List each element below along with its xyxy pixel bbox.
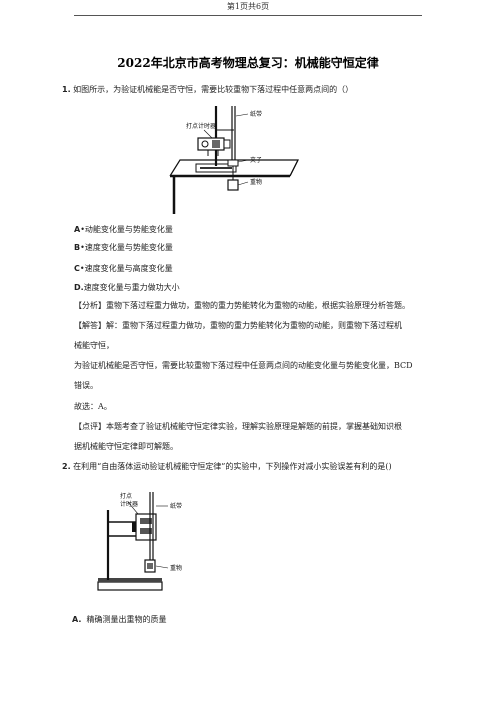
page-header: 第1页共6页: [226, 2, 270, 11]
answer-text: 故选：A。: [74, 402, 112, 411]
label-tape: 纸带: [250, 110, 262, 118]
option-d: D.速度变化量与重力做功大小: [74, 283, 180, 292]
question-1-text: 如图所示，为验证机械能是否守恒，需要比较重物下落过程中任意两点间的（）: [73, 85, 354, 94]
label-timer-2b: 计时器: [120, 500, 138, 508]
analysis-text: 【分析】重物下落过程重力做功，重物的重力势能转化为重物的动能，根据实验原理分析答…: [74, 301, 410, 310]
option-c: C•速度变化量与高度变化量: [74, 264, 173, 273]
figure-2-apparatus: 打点 计时器 纸带 重物: [97, 492, 182, 591]
label-timer-2: 打点: [120, 492, 132, 500]
label-clip: 夹子: [250, 156, 262, 164]
question-1-number: 1.: [62, 85, 71, 94]
label-tape-2: 纸带: [170, 502, 182, 510]
solution-line-2: 械能守恒，: [74, 341, 114, 350]
page-title: 2022年北京市高考物理总复习：机械能守恒定律: [117, 56, 379, 70]
solution-line-3: 为验证机械能是否守恒，需要比较重物下落过程中任意两点间的动能变化量与势能变化量，…: [74, 361, 413, 370]
solution-line-4: 错误。: [74, 381, 98, 390]
question-2-stem: 2. 在利用“自由落体运动验证机械能守恒定律”的实验中，下列操作对减小实验误差有…: [62, 461, 392, 472]
header-divider: [74, 15, 422, 16]
figure-1-apparatus: 打点计时器 纸带 夹子 重物: [169, 106, 299, 214]
question-2-number: 2.: [62, 462, 71, 471]
option-a: A•动能变化量与势能变化量: [74, 225, 173, 234]
label-weight-2: 重物: [170, 564, 182, 572]
label-weight: 重物: [250, 178, 262, 186]
question-1-stem: 1. 如图所示，为验证机械能是否守恒，需要比较重物下落过程中任意两点间的（）: [62, 84, 353, 95]
comment-line-1: 【点评】本题考查了验证机械能守恒定律实验，理解实验原理是解题的前提，掌握基础知识…: [74, 422, 402, 431]
solution-line-1: 【解答】解：重物下落过程重力做功，重物的重力势能转化为重物的动能，则重物下落过程…: [74, 321, 402, 330]
label-timer: 打点计时器: [186, 122, 216, 130]
question-2-text: 在利用“自由落体运动验证机械能守恒定律”的实验中，下列操作对减小实验误差有利的是…: [73, 462, 392, 471]
option-b: B•速度变化量与势能变化量: [74, 243, 173, 252]
comment-line-2: 据机械能守恒定律即可解题。: [74, 442, 178, 451]
q2-option-a: A. 精确测量出重物的质量: [72, 615, 167, 624]
